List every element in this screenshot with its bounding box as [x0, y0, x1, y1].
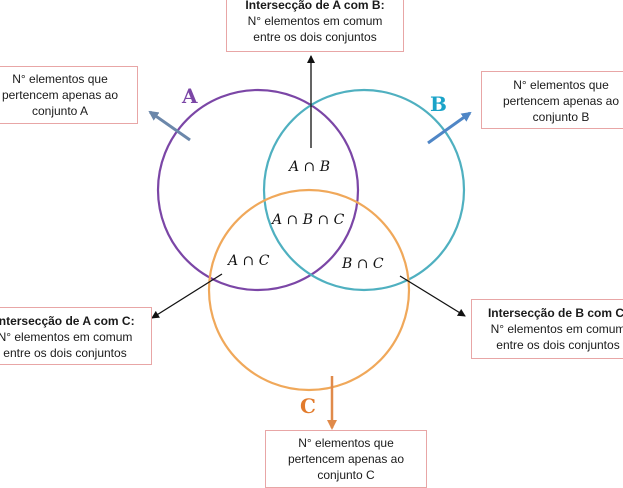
arrow-only-b: [427, 111, 472, 145]
box-only-b-line2: pertencem apenas ao: [502, 94, 620, 108]
box-inter-ab-title: Intersecção de A com B:: [245, 0, 385, 12]
box-only-b-line3: conjunto B: [532, 110, 590, 124]
box-inter-bc: Intersecção de B com C: N° elementos em …: [471, 299, 623, 359]
box-inter-bc-line2: entre os dois conjuntos: [496, 338, 620, 352]
box-inter-bc-title: Intersecção de B com C:: [487, 306, 623, 320]
set-a-label: A: [181, 84, 198, 108]
venn-diagram: A B C A ∩ B A ∩ B ∩ C A ∩ C B ∩ C: [148, 55, 472, 430]
region-ab: A ∩ B: [287, 159, 330, 175]
box-only-a-line3: conjunto A: [31, 104, 89, 118]
box-inter-ac-line1: N° elementos em comum: [0, 330, 133, 344]
box-inter-ac: Intersecção de A com C: N° elementos em …: [0, 307, 152, 365]
box-only-c-line3: conjunto C: [317, 468, 375, 482]
set-b-label: B: [430, 92, 447, 116]
box-inter-ac-line2: entre os dois conjuntos: [3, 346, 127, 360]
set-a-circle: [156, 88, 360, 292]
box-inter-bc-line1: N° elementos em comum: [490, 322, 623, 336]
region-ac: A ∩ C: [226, 253, 270, 269]
set-c-circle: [207, 188, 411, 392]
box-only-a-line1: N° elementos que: [12, 72, 108, 86]
set-c-label: C: [300, 394, 316, 418]
arrow-only-a: [148, 110, 191, 142]
box-only-a: N° elementos que pertencem apenas ao con…: [0, 66, 138, 124]
set-b-circle: [262, 88, 466, 292]
box-only-c-line2: pertencem apenas ao: [287, 452, 405, 466]
arrow-inter-ac: [151, 273, 223, 319]
region-abc: A ∩ B ∩ C: [270, 212, 345, 228]
box-only-c: N° elementos que pertencem apenas ao con…: [265, 430, 427, 488]
box-only-b: N° elementos que pertencem apenas ao con…: [481, 71, 623, 129]
box-only-a-line2: pertencem apenas ao: [1, 88, 119, 102]
box-inter-ab-line1: N° elementos em comum: [247, 14, 383, 28]
region-bc: B ∩ C: [341, 256, 384, 272]
box-only-b-line1: N° elementos que: [513, 78, 609, 92]
box-inter-ac-title: Intersecção de A com C:: [0, 314, 135, 328]
arrow-inter-bc: [399, 275, 466, 317]
box-only-c-line1: N° elementos que: [298, 436, 394, 450]
box-inter-ab: Intersecção de A com B: N° elementos em …: [226, 0, 404, 52]
box-inter-ab-line2: entre os dois conjuntos: [253, 30, 377, 44]
